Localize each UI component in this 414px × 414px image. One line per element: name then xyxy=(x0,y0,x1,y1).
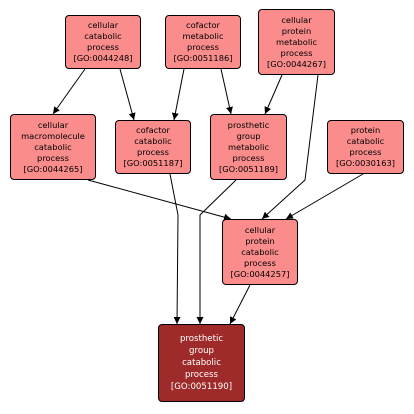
node-label-line: process xyxy=(87,42,119,52)
node-label-line: process xyxy=(184,370,219,380)
node-label-line: metabolic xyxy=(275,36,318,47)
edge-n51187-to-n51190 xyxy=(169,173,181,325)
node-go-id: [GO:0044248] xyxy=(73,53,133,63)
node-label-line: catabolic xyxy=(134,136,172,146)
node-label-line: cofactor xyxy=(136,125,170,135)
node-cellular-macromolecule-catabolic-process[interactable]: cellular macromolecule catabolic process… xyxy=(10,114,96,180)
node-prosthetic-group-catabolic-process[interactable]: prosthetic group catabolic process [GO:0… xyxy=(158,324,245,402)
node-go-id: [GO:0030163] xyxy=(335,158,396,168)
node-cofactor-metabolic-process[interactable]: cofactor metabolic process [GO:0051186] xyxy=(165,15,241,69)
node-label-line: cofactor xyxy=(186,20,220,30)
node-cellular-protein-metabolic-process[interactable]: cellular protein metabolic process [GO:0… xyxy=(258,9,335,75)
edge-n44267-to-n44257 xyxy=(261,74,319,220)
node-label-line: group xyxy=(189,346,214,356)
node-label-line: cellular xyxy=(37,119,69,130)
node-label-line: metabolic xyxy=(227,141,270,152)
edge-n51189-to-n51190 xyxy=(196,179,237,324)
edge-n44248-to-n51187 xyxy=(119,68,136,121)
edge-n51186-to-n51187 xyxy=(171,68,185,121)
node-go-id: [GO:0044257] xyxy=(230,268,290,279)
node-label-line: cellular xyxy=(87,20,119,30)
node-label-line: catabolic xyxy=(84,31,122,41)
edge-n44257-to-n51190 xyxy=(229,284,251,325)
node-label-line: cellular xyxy=(244,224,276,235)
node-label-line: catabolic xyxy=(34,141,72,152)
node-label-line: process xyxy=(137,147,169,157)
edge-group xyxy=(52,68,364,325)
node-go-id: [GO:0044265] xyxy=(23,163,83,174)
node-label-line: process xyxy=(280,47,313,58)
node-cellular-protein-catabolic-process[interactable]: cellular protein catabolic process [GO:0… xyxy=(222,219,298,285)
edge-n51186-to-n51189 xyxy=(220,68,233,115)
node-label-line: prosthetic xyxy=(179,334,224,344)
node-label-line: cellular xyxy=(281,14,312,25)
node-prosthetic-group-metabolic-process[interactable]: prosthetic group metabolic process [GO:0… xyxy=(210,114,287,180)
node-label-line: protein xyxy=(245,235,275,246)
node-label-line: process xyxy=(349,147,382,157)
node-cellular-catabolic-process[interactable]: cellular catabolic process [GO:0044248] xyxy=(65,15,141,69)
node-label-line: catabolic xyxy=(346,136,385,146)
node-label-line: metabolic xyxy=(182,31,224,41)
node-label-line: prosthetic xyxy=(227,119,270,130)
node-label-line: catabolic xyxy=(182,358,221,368)
node-go-id: [GO:0051186] xyxy=(173,53,233,63)
node-label-line: protein xyxy=(281,25,312,36)
node-go-id: [GO:0051187] xyxy=(123,158,183,168)
edge-n44248-to-n44265 xyxy=(52,68,86,115)
node-label-line: group xyxy=(236,130,261,141)
node-go-id: [GO:0051189] xyxy=(218,163,279,174)
node-protein-catabolic-process[interactable]: protein catabolic process [GO:0030163] xyxy=(327,120,404,174)
node-cofactor-catabolic-process[interactable]: cofactor catabolic process [GO:0051187] xyxy=(115,120,191,174)
node-label-line: protein xyxy=(350,125,381,135)
node-go-id: [GO:0044267] xyxy=(266,58,327,69)
edge-n30163-to-n44257 xyxy=(285,173,364,220)
edge-n44265-to-n44257 xyxy=(87,179,232,221)
node-label-line: process xyxy=(187,42,219,52)
node-label-line: process xyxy=(244,257,276,268)
node-label-line: macromolecule xyxy=(21,130,85,141)
node-go-id: [GO:0051190] xyxy=(170,382,233,392)
node-label-line: process xyxy=(232,152,265,163)
node-label-line: process xyxy=(37,152,69,163)
edge-n44267-to-n51189 xyxy=(264,74,283,115)
node-label-line: catabolic xyxy=(241,246,279,257)
